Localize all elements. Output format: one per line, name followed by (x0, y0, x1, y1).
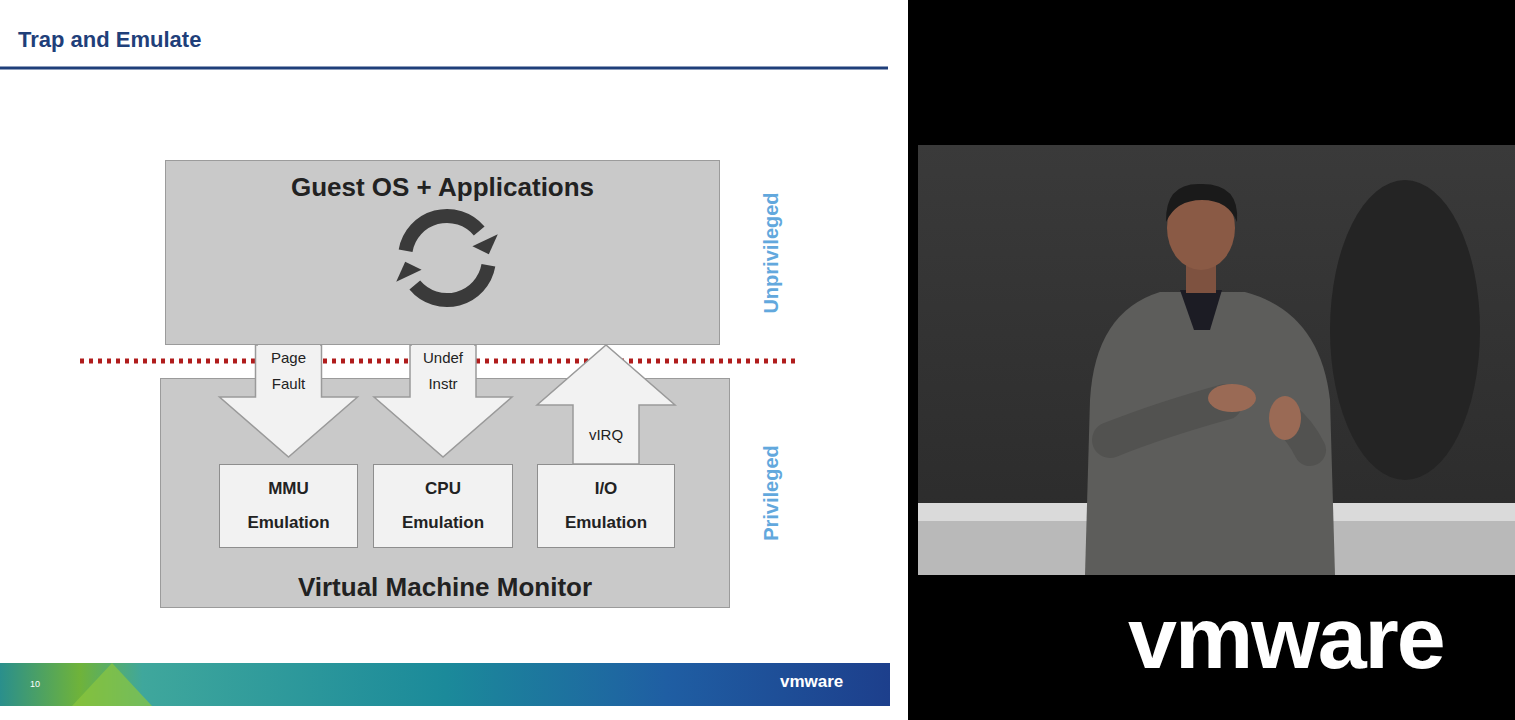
speaker-shadow (1330, 180, 1480, 480)
speaker-collar (1180, 290, 1222, 330)
speaker-hand (1208, 384, 1256, 412)
speaker-hair (1166, 184, 1237, 222)
box-label: CPU Emulation (395, 472, 491, 540)
brand-logo: vmware (1128, 590, 1444, 687)
slide-title: Trap and Emulate (18, 26, 201, 54)
box-label: Guest OS + Applications (291, 170, 594, 204)
box-label: MMU Emulation (241, 472, 337, 540)
title-rule (0, 67, 888, 70)
privilege-label: Privileged (760, 445, 782, 541)
box-label: I/O Emulation (558, 472, 654, 540)
box-label: Virtual Machine Monitor (298, 570, 592, 604)
monitor-box: Virtual Machine Monitor MMU Emulation CPU … (160, 378, 730, 608)
emulation-box: I/O Emulation (537, 464, 675, 548)
arrow-label: Page Fault (258, 345, 320, 397)
speaker-video (918, 145, 1515, 575)
privilege-label: Unprivileged (760, 192, 782, 313)
footer-logo: vmware (780, 673, 843, 692)
arrow-label: vIRQ (587, 422, 625, 448)
footer-bar (0, 663, 890, 706)
arrow-label: Undef Instr (412, 345, 474, 397)
guest-box: Guest OS + Applications (165, 160, 720, 345)
speaker-arm (1110, 402, 1225, 440)
video-panel (908, 0, 1515, 720)
speaker-body (1085, 292, 1335, 575)
footer-accent (72, 663, 152, 706)
chalkboard (918, 145, 1515, 575)
emulation-box: MMU Emulation (219, 464, 358, 548)
speaker-hand (1269, 396, 1301, 440)
emulation-box: CPU Emulation (373, 464, 513, 548)
slide-number: 10 (30, 680, 40, 690)
